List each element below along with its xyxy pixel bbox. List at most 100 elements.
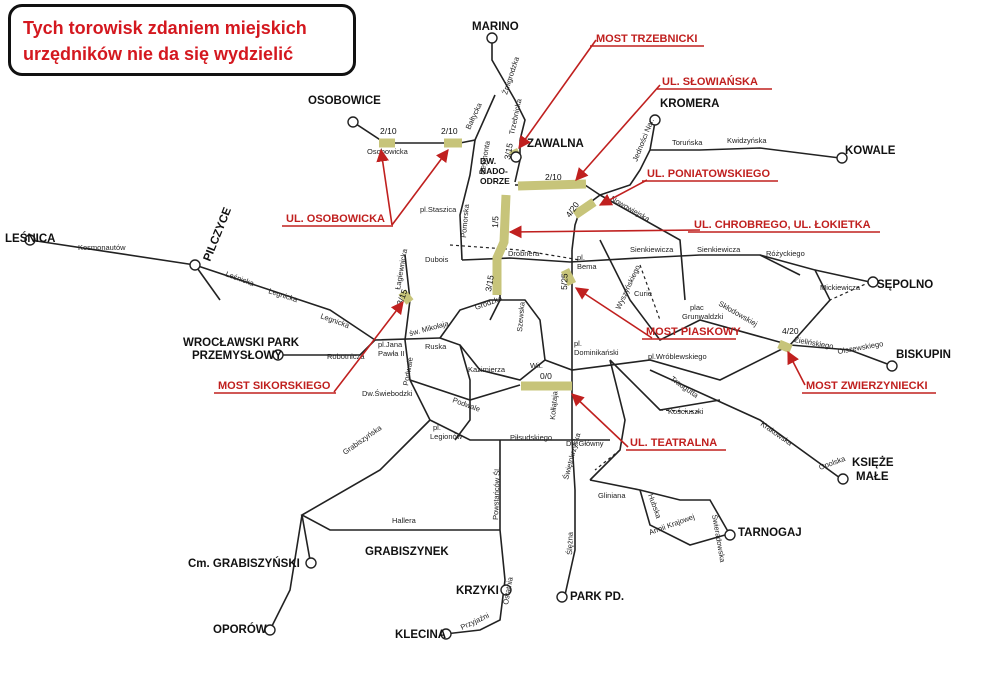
highlighted-tracks [379,138,793,391]
line-sienkiewicza [461,254,831,346]
arrow-osobowicka-2 [391,148,449,226]
stop-biskupin [886,360,898,372]
label-park-pd: PARK PD. [570,591,624,603]
dashed-lines [449,244,871,471]
line-kosciuszki [609,359,721,411]
callout-ul-slowianska: UL. SŁOWIAŃSKA [662,75,758,88]
street-pilsudskiego: Piłsudskiego [510,433,552,442]
line-grabiszynska [300,419,500,531]
code-grodzka: 3/15 [483,274,496,292]
dash-sepolno [789,281,871,346]
label-ksieze-male-2: MAŁE [856,471,889,483]
label-sepolno: SĘPOLNO [877,279,933,291]
street-dw-glowny: Dw.Główny [566,439,604,448]
title-line-2: urzędników nie da się wydzielić [23,44,294,64]
street-torunska: Toruńska [672,138,703,147]
line-biskupin [789,344,891,366]
label-tarnogaj: TARNOGAJ [738,527,802,539]
stop-kowale [836,152,848,164]
line-grabiszynek [301,514,311,561]
callout-most-zwierzyniecki: MOST ZWIERZYNIECKI [806,380,928,392]
street-pl-bema-1: pl. [577,253,585,262]
callout-ul-poniatowskiego: UL. PONIATOWSKIEGO [647,168,770,180]
stop-klecina [440,628,452,640]
street-pl-staszica: pl.Staszica [420,205,457,214]
street-plac-grunwaldzki-2: Grunwaldzki [682,312,724,321]
title-box: Tych torowisk zdaniem miejskich urzędnik… [8,4,356,76]
street-pl-jana-pawla-1: pl.Jana [378,340,403,349]
tram-lines [29,40,891,635]
stop-zawalna [510,151,522,163]
stop-marino [486,32,498,44]
street-swietokrzyska: Świętokrzyska [561,431,582,480]
street-powstancow: Powstańców Śl. [491,467,502,520]
street-sw-mikolaja: św. Mikołaja [408,319,450,338]
stop-cm-grabiszynski [305,557,317,569]
street-robotnicza: Robotnicza [327,352,365,361]
street-osobowicka: Osobowicka [367,147,409,156]
arrow-ul-chrobrego [508,225,701,239]
line-powstancow [444,440,506,635]
street-gliniana: Gliniana [598,491,626,500]
street-pl-jana-pawla-2: Pawła II [378,349,405,358]
stop-pilczyce [189,259,201,271]
dash-kosciuszki [659,409,701,413]
street-hubska: Hubska [646,493,663,521]
street-grabiszynska: Grabiszyńska [341,423,384,457]
line-kowale [650,147,841,159]
line-traugutta [589,359,626,481]
label-osobowice: OSOBOWICE [308,95,381,107]
street-traugutta: Traugutta [669,374,701,400]
street-wyszynskiego: Wyszyńskiego [614,264,642,311]
street-sienkiewicza-2: Sienkiewicza [697,245,741,254]
stop-sepolno [867,276,879,288]
line-jednosci [599,194,686,301]
street-nowowiejska: Nowowiejska [609,194,652,224]
dash-drobnera [449,244,581,261]
street-pl-dominikanski-1: pl. [574,339,582,348]
code-pomorska: 1/5 [490,216,500,228]
line-kazimierza [454,344,471,441]
dash-curie [639,264,661,321]
line-rozyckiego [759,254,801,276]
street-legnicka-1: Legnicka [267,286,299,304]
street-zielinskiego: Zielińskiego [794,335,835,351]
code-zawalna: 3/15 [502,142,515,160]
line-legnicka [29,239,441,341]
line-chrobrego [515,184,602,251]
track-piaskowy [560,267,577,287]
street-dw-nadodrze-1: DW. [480,156,496,166]
street-dw-nadodrze-3: ODRZE [480,176,510,186]
terminal-labels: MARINO OSOBOWICE ZAWALNA KROMERA KOWALE … [5,21,951,641]
street-slezna: Ślężna [565,531,575,555]
code-osobowicka-1: 2/10 [380,126,397,136]
line-central-ns [571,250,576,491]
street-sklodowskiej: Skłodowskiej [717,299,759,329]
track-pomorska [492,194,511,295]
line-pomorska-north [459,139,476,261]
street-rozyckiego: Różyckiego [766,249,805,258]
label-lesnica: LEŚNICA [5,232,55,245]
street-drobnera: Drobnera [508,249,540,258]
street-pl-legionow-2: Legionów [430,432,463,441]
code-teatralna: 0/0 [540,371,552,381]
street-pl-legionow-1: pl. [433,423,441,432]
code-osobowicka-2: 2/10 [441,126,458,136]
title-line-1: Tych torowisk zdaniem miejskich [23,18,307,38]
stop-osobowice [347,116,359,128]
street-ruska: Ruska [425,342,447,351]
callout-arrows [333,39,806,448]
label-klecina: KLECINA [395,629,446,641]
line-old-town-ring [439,299,546,381]
street-dw-swiebodzki: Dw.Świebodzki [362,389,413,398]
street-plac-grunwaldzki-1: plac [690,303,704,312]
label-kowale: KOWALE [845,145,896,157]
track-sikorskiego [398,289,414,305]
line-pilczyce [194,264,221,301]
code-zwierzyniecki: 4/20 [782,326,799,336]
stop-ksieze-male [837,473,849,485]
street-pomorska: Pomorska [459,203,471,238]
street-hallera: Hallera [392,516,417,525]
label-grabiszynek: GRABISZYNEK [365,546,449,558]
line-west-ring [404,254,431,421]
